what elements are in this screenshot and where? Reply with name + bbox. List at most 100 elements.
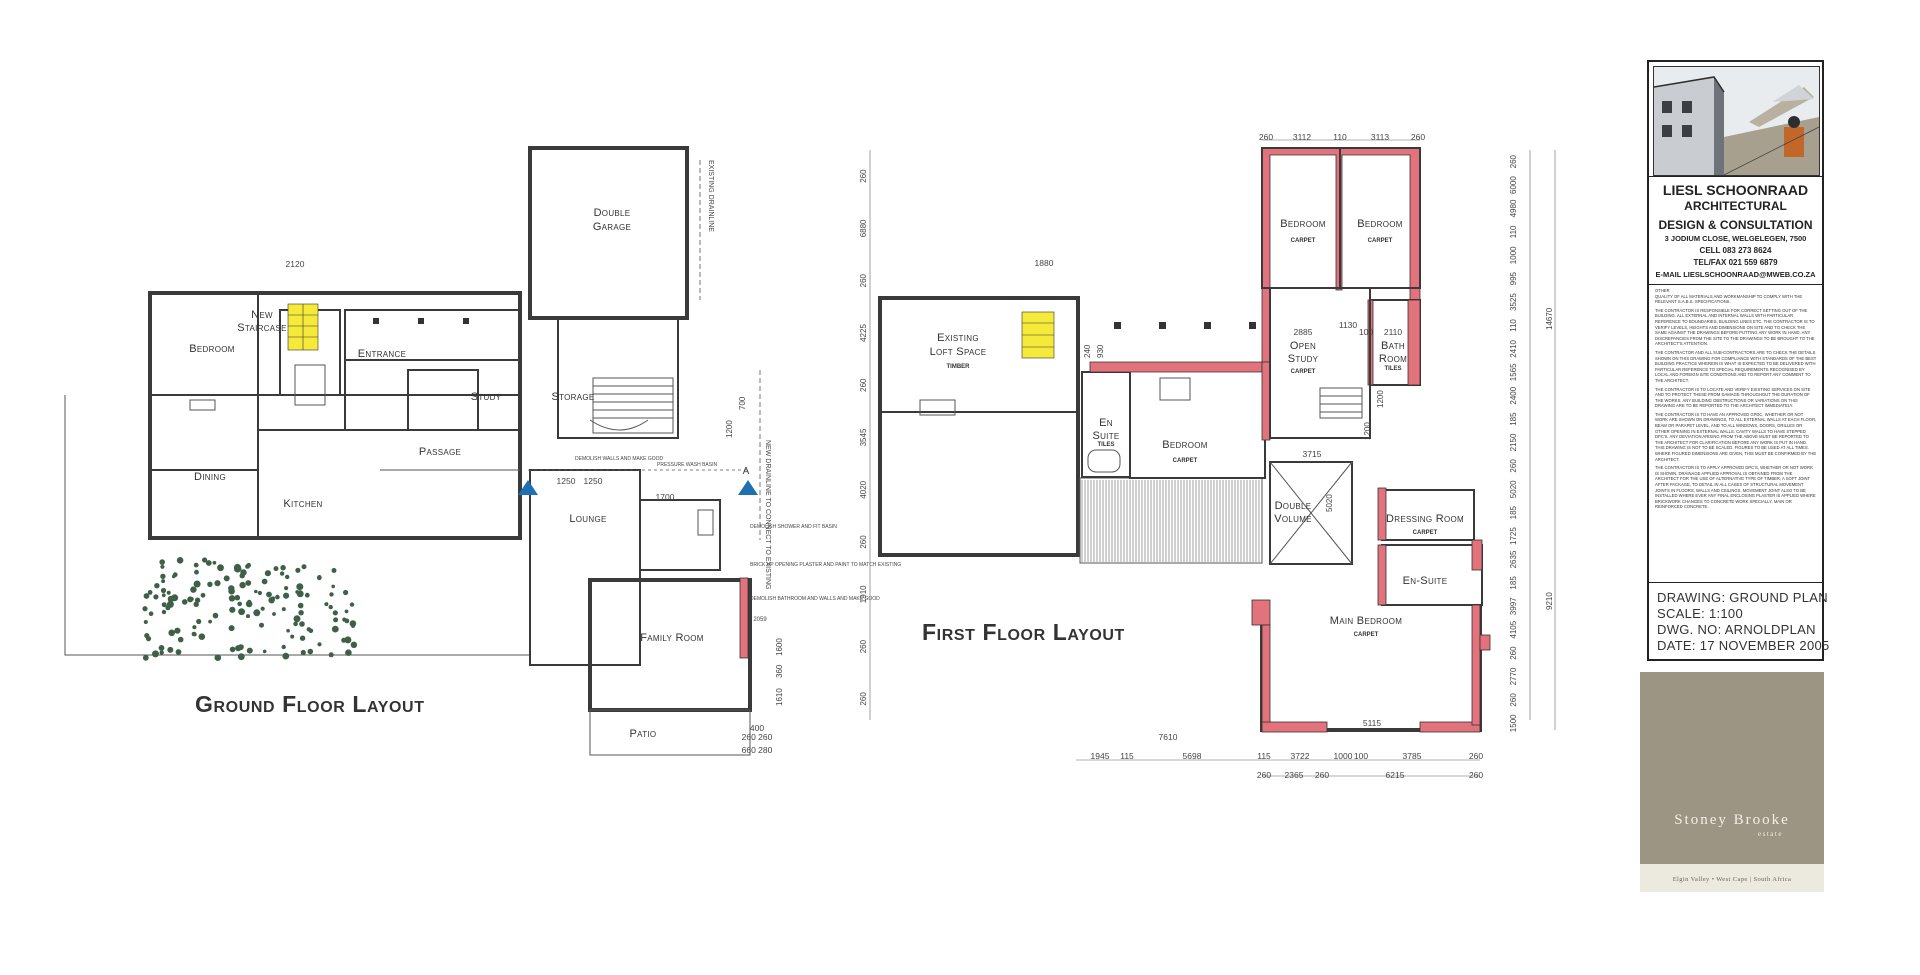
gf-room-dining: Dining [194, 471, 226, 483]
ff-dim-3113: 3113 [1371, 132, 1390, 142]
tree-dot [166, 590, 171, 595]
tree-dot [161, 579, 166, 584]
tree-dot [344, 609, 349, 614]
tree-dot [271, 596, 276, 601]
tree-dot [200, 592, 206, 598]
tree-dot [331, 584, 336, 589]
drawing-date: DATE: 17 NOVEMBER 2005 [1657, 638, 1830, 653]
deck-hatch [1081, 480, 1260, 562]
tree-dot [246, 614, 250, 619]
tree-dot [214, 654, 222, 661]
dimension-label: 4980 [1509, 199, 1518, 217]
gf-room-bedroom: Bedroom [189, 343, 234, 355]
note-2: THE CONTRACTOR IS RESPONSIBLE FOR CORREC… [1655, 307, 1815, 347]
ff-label-timber: TIMBER [947, 364, 971, 370]
ff-room-study: Study [1288, 353, 1319, 365]
tree-dot [282, 652, 290, 660]
tree-dot [217, 564, 224, 572]
ff-dim-2110: 2110 [1384, 327, 1403, 337]
tree-dot [342, 617, 347, 622]
ff-dim-2885: 2885 [1294, 327, 1313, 337]
tree-dot [152, 650, 159, 658]
tree-dot [191, 631, 197, 637]
tree-dot [262, 649, 267, 654]
tree-dot [193, 601, 199, 607]
tree-dot [175, 649, 182, 655]
gf-room-double: Double [594, 207, 631, 219]
tree-dot [328, 652, 334, 658]
gf-dim-660-280: 660 280 [742, 745, 773, 755]
gf-room-passage: Passage [419, 446, 461, 458]
tree-dot [257, 590, 262, 596]
ff-label-carpet-c: CARPET [1173, 458, 1198, 464]
tree-dot [142, 606, 148, 612]
dimension-label: 3997 [1509, 597, 1518, 615]
tree-dot [223, 575, 230, 582]
tree-dot [283, 592, 290, 599]
ff-dim-3722: 3722 [1291, 751, 1310, 761]
ff-dim-14670: 14670 [1545, 307, 1554, 330]
tree-dot [228, 587, 235, 595]
ff-dim-3715: 3715 [1303, 449, 1322, 459]
dimension-label: 1565 [1509, 363, 1518, 381]
tree-dot [190, 597, 194, 601]
tree-dot [275, 594, 280, 600]
floor-plans-drawing: Bedroom New Staircase Entrance Study Sto… [64, 132, 1556, 780]
gf-room-storage: Storage [551, 391, 594, 403]
tree-dot [297, 602, 304, 609]
tree-dot [145, 636, 152, 642]
tree-dot [279, 571, 285, 576]
dimension-label: 260 [859, 378, 868, 392]
ff-dim-1880: 1880 [1035, 258, 1054, 268]
section-a-arrow-right [738, 480, 758, 495]
drawing-name: DRAWING: GROUND PLAN [1657, 590, 1828, 605]
tree-dot [344, 636, 352, 644]
ff-label-carpet-a: CARPET [1291, 238, 1316, 244]
dimension-label: 2150 [1509, 433, 1518, 451]
tree-dot [214, 580, 221, 587]
tree-dot [143, 620, 148, 624]
tree-dot [212, 560, 217, 565]
gf-dim-1600: 1600 [775, 638, 784, 656]
tree-dot [208, 619, 213, 624]
tree-dot [193, 562, 199, 568]
gf-note-demolish-shower: DEMOLISH SHOWER AND FIT BASIN [750, 524, 837, 530]
street-sketch-image [1653, 66, 1820, 176]
dimension-label: 260 [1509, 154, 1518, 168]
ff-right-dimension-chain: 2606000498011010009953525110241015652400… [1509, 154, 1518, 732]
tree-dot [300, 649, 306, 656]
tree-dot [245, 580, 252, 586]
tree-dot [194, 569, 199, 575]
ff-room-en-suite-main: En-Suite [1403, 575, 1448, 587]
tree-dot [168, 629, 175, 637]
ff-dim-3785: 3785 [1403, 751, 1422, 761]
ff-room-en: En [1099, 417, 1113, 429]
tree-dot [153, 594, 159, 600]
tree-dot [165, 605, 171, 611]
dimension-label: 260 [859, 273, 868, 287]
tree-dot [159, 650, 164, 655]
first-floor-plan [869, 139, 1556, 777]
stoney-brooke-logo: Stoney Brooke estate Elgin Valley • West… [1640, 672, 1824, 892]
tree-dot [147, 590, 153, 595]
dimension-label: 1910 [859, 585, 868, 603]
firm-design-consultation: DESIGN & CONSULTATION [1658, 218, 1813, 232]
dimension-label: 185 [1509, 505, 1518, 519]
ground-floor-title: Ground Floor Layout [195, 691, 425, 717]
tree-dot [234, 594, 241, 601]
tree-dot [174, 627, 181, 634]
ff-dim-9210: 9210 [1545, 592, 1554, 610]
ff-label-carpet-study: CARPET [1291, 369, 1316, 375]
tree-dot [228, 595, 236, 602]
tree-dot [160, 573, 166, 579]
dimension-label: 995 [1509, 271, 1518, 285]
gf-room-kitchen: Kitchen [283, 498, 322, 510]
ff-dim-930: 930 [1096, 344, 1105, 358]
ff-label-tiles-bath: TILES [1384, 366, 1401, 372]
ff-dim-6215: 6215 [1386, 770, 1405, 780]
dimension-label: 110 [1509, 225, 1518, 238]
estate-location: Elgin Valley • West Cape | South Africa [1672, 876, 1792, 883]
gf-room-entrance: Entrance [358, 348, 406, 360]
tree-dot [159, 559, 165, 565]
ff-room-bedroom-b: Bedroom [1357, 218, 1402, 230]
